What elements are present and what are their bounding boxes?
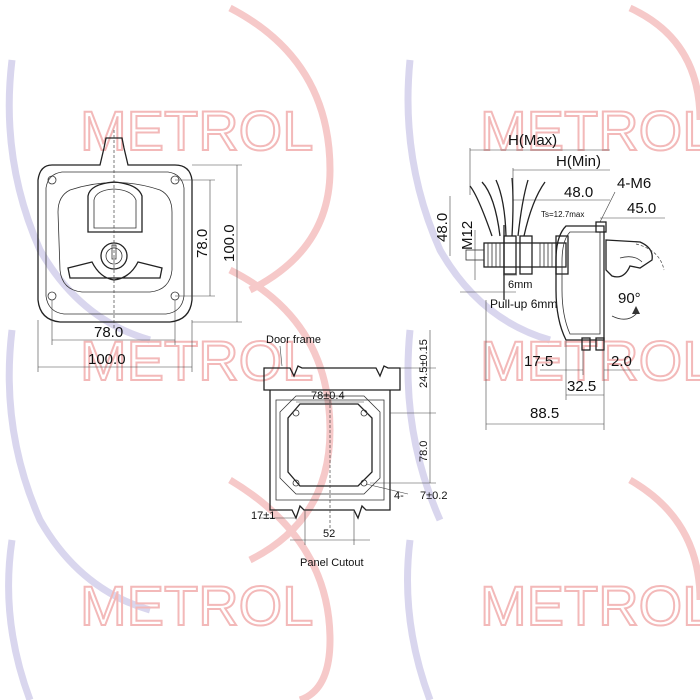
watermark-arc-9 — [5, 539, 34, 700]
panel-cutout-view: Door frame 78±0.4 24.5±0.15 78.0 4- 7±0.… — [251, 330, 447, 569]
side-housing — [555, 225, 605, 341]
side-nut-1 — [503, 235, 517, 275]
front-dim-inner-width: 78.0 — [94, 324, 123, 341]
side-dim-6mm: 6mm — [508, 279, 532, 291]
panel-door-frame-leader — [279, 345, 283, 367]
front-dim-outer-height: 100.0 — [221, 224, 238, 262]
front-dim-outer-width: 100.0 — [88, 351, 126, 368]
side-handle-sweep-3 — [495, 179, 507, 237]
watermark-arc-7 — [404, 329, 444, 522]
panel-door-frame-label: Door frame — [266, 334, 321, 346]
front-handle-inner — [93, 188, 137, 229]
front-dim-inner-height: 78.0 — [194, 229, 211, 258]
side-dim-88-5: 88.5 — [530, 405, 559, 422]
side-latch-cam — [605, 239, 653, 278]
side-thread-m12: M12 — [459, 221, 476, 250]
panel-hole-bl — [292, 479, 300, 487]
front-recess — [57, 182, 173, 293]
side-housing-inner — [561, 231, 601, 335]
side-latch-detail — [619, 256, 643, 263]
panel-door-frame — [263, 365, 401, 391]
side-latch-swing — [635, 243, 665, 271]
side-handle-sweep-1 — [469, 185, 493, 237]
panel-dim-78-v: 78.0 — [418, 441, 430, 462]
side-dim-48-left: 48.0 — [434, 213, 451, 242]
watermark-arc-2 — [5, 59, 151, 344]
side-dim-32-5: 32.5 — [567, 378, 596, 395]
side-leader-line — [599, 191, 616, 223]
watermark-arc-10 — [404, 539, 434, 700]
side-view: H(Max) H(Min) 48.0 4-M6 45.0 48.0 M12 Ts… — [434, 132, 665, 430]
watermark-arc-4 — [404, 59, 551, 344]
side-thread-4m6: 4-M6 — [617, 175, 651, 192]
side-shaft-end — [465, 249, 485, 261]
panel-hole-br — [360, 479, 368, 487]
watermark-arc-3 — [628, 4, 700, 121]
side-bolt-bottom-2 — [595, 337, 605, 351]
watermark-arc-6 — [5, 329, 151, 614]
panel-holes: 4- — [394, 490, 404, 502]
front-mount-hole-tl — [47, 175, 57, 185]
side-bolt-top — [595, 221, 607, 233]
watermark-text-1: METROL — [80, 99, 313, 162]
side-bolt-bottom-1 — [581, 337, 591, 351]
front-outer-housing — [37, 137, 193, 323]
panel-dim-24-5: 24.5±0.15 — [418, 339, 430, 388]
panel-cutout-shape — [287, 403, 373, 487]
panel-hole-tr — [360, 409, 368, 417]
side-dim-17-5: 17.5 — [524, 353, 553, 370]
panel-dim-17: 17±1 — [251, 510, 275, 522]
front-handle-base — [67, 261, 163, 281]
watermark-arc-11 — [628, 476, 700, 601]
panel-cutout-title: Panel Cutout — [300, 557, 364, 569]
panel-dim-78-h: 78±0.4 — [311, 390, 345, 402]
front-handle — [87, 181, 143, 233]
side-angle-90: 90° — [618, 290, 641, 307]
watermark-layer: METROL METROL METROL METROL METROL METRO… — [5, 4, 700, 700]
watermark-arc-8 — [228, 476, 334, 700]
panel-dim-52: 52 — [323, 528, 335, 540]
panel-hole-tl — [292, 409, 300, 417]
front-mount-hole-bl — [47, 291, 57, 301]
watermark-arc-1 — [228, 4, 334, 294]
side-dim-45: 45.0 — [627, 200, 656, 217]
front-view: 78.0 100.0 78.0 100.0 — [37, 130, 242, 372]
side-handle-sweep-6 — [523, 181, 546, 237]
side-dim-2-0: 2.0 — [611, 353, 632, 370]
watermark-text-5: METROL — [80, 574, 313, 637]
side-handle-sweep-4 — [511, 177, 514, 237]
side-h-min: H(Min) — [556, 153, 601, 170]
side-handle-sweep-5 — [517, 179, 529, 237]
watermark-text-3: METROL — [80, 329, 313, 392]
panel-hole-leader — [365, 483, 409, 495]
side-pull-up: Pull-up 6mm — [490, 297, 557, 311]
side-dim-48-top: 48.0 — [564, 184, 593, 201]
panel-outline — [269, 390, 391, 520]
side-ts-note: Ts=12.7max — [541, 210, 584, 219]
watermark-text-2: METROL — [480, 99, 700, 162]
side-thread-lines — [487, 243, 553, 267]
watermark-text-6: METROL — [480, 574, 700, 637]
side-handle-sweep-2 — [481, 181, 501, 237]
panel-hole-dia: 7±0.2 — [420, 490, 447, 502]
side-nut-2 — [519, 235, 533, 275]
panel-frame-inner — [275, 399, 385, 501]
panel-cutout-outer — [279, 395, 381, 495]
side-h-max: H(Max) — [508, 132, 557, 149]
side-rotation-arrowhead — [632, 306, 640, 314]
